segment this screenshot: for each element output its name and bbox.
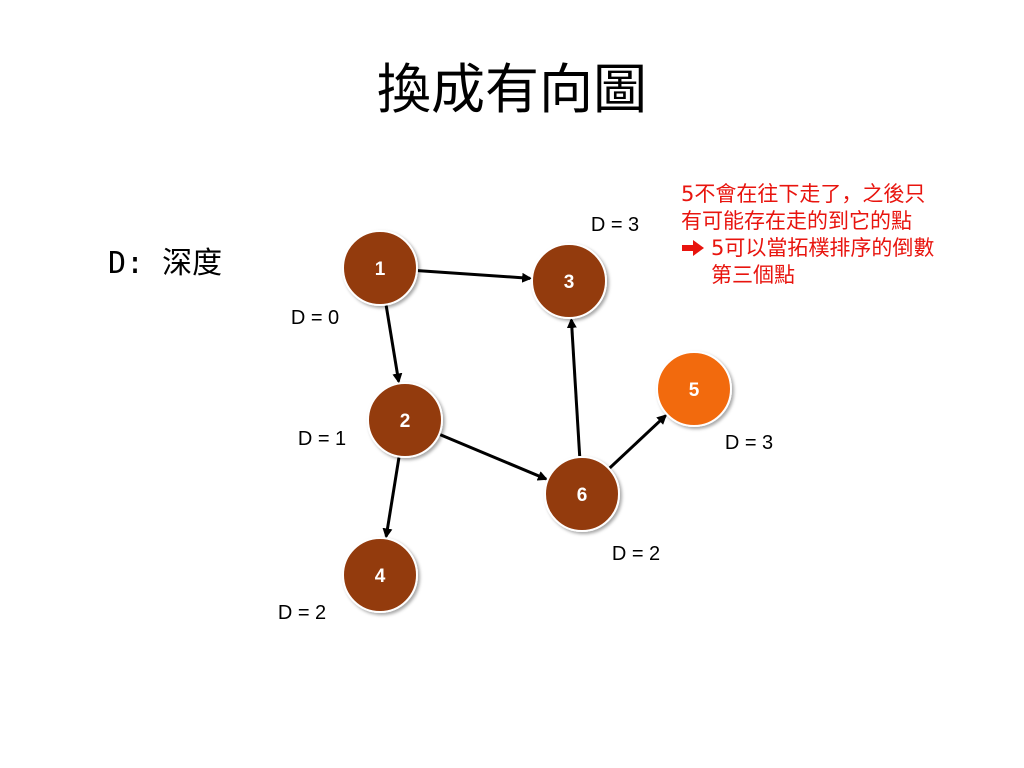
node-1: 1: [342, 230, 418, 306]
depth-label-2: D = 1: [298, 428, 346, 450]
edges-layer: [382, 269, 668, 539]
node-label-3: 3: [564, 272, 575, 293]
node-label-2: 2: [400, 411, 411, 432]
node-circle-5: [656, 351, 732, 427]
node-label-6: 6: [577, 485, 588, 506]
node-label-4: 4: [375, 566, 386, 587]
node-label-1: 1: [375, 259, 386, 280]
edge-2-4: [382, 457, 401, 539]
node-3: 3: [531, 243, 607, 319]
edge-1-3: [417, 269, 533, 283]
nodes-layer: 1 2 3 4 5 6: [342, 230, 732, 613]
depth-label-1: D = 0: [291, 307, 339, 329]
right-arrow-icon: [681, 235, 711, 262]
page-title: 換成有向圖: [377, 58, 647, 121]
depth-label-3: D = 3: [591, 214, 639, 236]
note-line-3: 5可以當拓樸排序的倒數: [711, 236, 935, 260]
node-5: 5: [656, 351, 732, 427]
node-circle-3: [531, 243, 607, 319]
depth-labels-layer: D = 0 D = 1 D = 3 D = 2 D = 3 D = 2: [278, 214, 773, 624]
depth-label-5: D = 3: [725, 432, 773, 454]
node-circle-1: [342, 230, 418, 306]
note-line-3-row: 5可以當拓樸排序的倒數: [681, 235, 1001, 262]
node-6: 6: [544, 456, 620, 532]
node-4: 4: [342, 537, 418, 613]
annotation-note: 5不會在往下走了，之後只 有可能存在走的到它的點 5可以當拓樸排序的倒數 第三個…: [681, 181, 1001, 289]
edge-2-6: [439, 433, 548, 481]
node-circle-4: [342, 537, 418, 613]
node-circle-2: [367, 382, 443, 458]
edge-1-2: [384, 305, 403, 384]
edge-6-5: [608, 414, 668, 470]
note-line-2: 有可能存在走的到它的點: [681, 209, 912, 233]
node-2: 2: [367, 382, 443, 458]
node-circle-6: [544, 456, 620, 532]
note-line-1: 5不會在往下走了，之後只: [681, 182, 926, 206]
note-line-4: 第三個點: [711, 263, 795, 287]
depth-label-4: D = 2: [278, 602, 326, 624]
depth-legend: D: 深度: [108, 246, 223, 281]
edge-6-3: [566, 317, 582, 457]
depth-label-6: D = 2: [612, 543, 660, 565]
node-label-5: 5: [689, 380, 700, 401]
